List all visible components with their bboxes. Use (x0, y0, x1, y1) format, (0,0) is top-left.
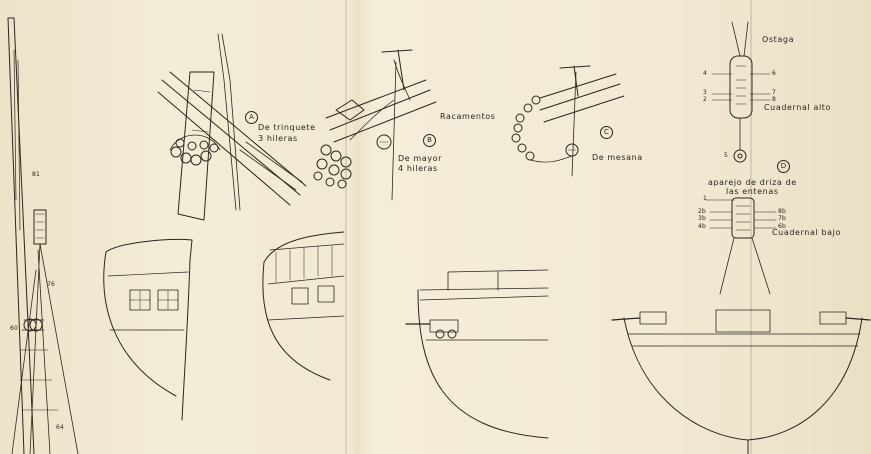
block-number: 8 (772, 96, 777, 103)
block-number: 4 (703, 70, 708, 77)
detail-a-caption-1: De trinquete (258, 123, 316, 132)
upper-block-caption: Cuadernal alto (764, 103, 832, 112)
stern-view-2-drawing (262, 231, 345, 381)
block-number: 7 (772, 89, 777, 96)
mast-rigging-drawing (7, 17, 79, 454)
block-number: 4b (698, 223, 707, 230)
lower-block-caption: Cuadernal bajo (772, 228, 841, 237)
block-number: 6b (778, 223, 787, 230)
detail-b-marker: B (423, 134, 436, 147)
block-number: 1 (703, 195, 708, 202)
mast-number: 60 (10, 325, 19, 332)
detail-b-drawing (313, 49, 437, 201)
detail-c-marker: C (600, 126, 613, 139)
hull-section-2-drawing (611, 309, 871, 454)
detail-b-caption-1: De mayor (398, 154, 443, 163)
tackle-caption-2: las entenas (726, 187, 779, 196)
tackle-caption-1: aparejo de driza de (708, 178, 797, 187)
detail-d-drawing (705, 21, 777, 295)
mast-number: 76 (47, 281, 56, 288)
ostaga-label: Ostaga (762, 35, 795, 44)
detail-a-drawing (157, 33, 307, 221)
stern-view-1-drawing (103, 239, 193, 421)
detail-c-caption: De mesana (592, 153, 643, 162)
block-number: 2 (703, 96, 708, 103)
mast-number: 81 (32, 171, 41, 178)
block-number: 3b (698, 215, 707, 222)
hull-section-1-drawing (405, 269, 549, 439)
detail-a-caption-2: 3 hileras (258, 134, 298, 143)
detail-a-marker: A (245, 111, 258, 124)
block-number: 5 (724, 152, 729, 159)
block-number: 6 (772, 70, 777, 77)
block-number: 2b (698, 208, 707, 215)
block-number: 8b (778, 208, 787, 215)
block-number: 7b (778, 215, 787, 222)
sheet-fold (750, 0, 752, 454)
detail-b-caption-2: 4 hileras (398, 164, 438, 173)
detail-d-marker: D (777, 160, 790, 173)
sheet-fold (345, 0, 347, 454)
block-number: 3 (703, 89, 708, 96)
racamentos-label: Racamentos (440, 112, 496, 121)
mast-number: 64 (56, 424, 65, 431)
detail-c-drawing (511, 65, 625, 177)
